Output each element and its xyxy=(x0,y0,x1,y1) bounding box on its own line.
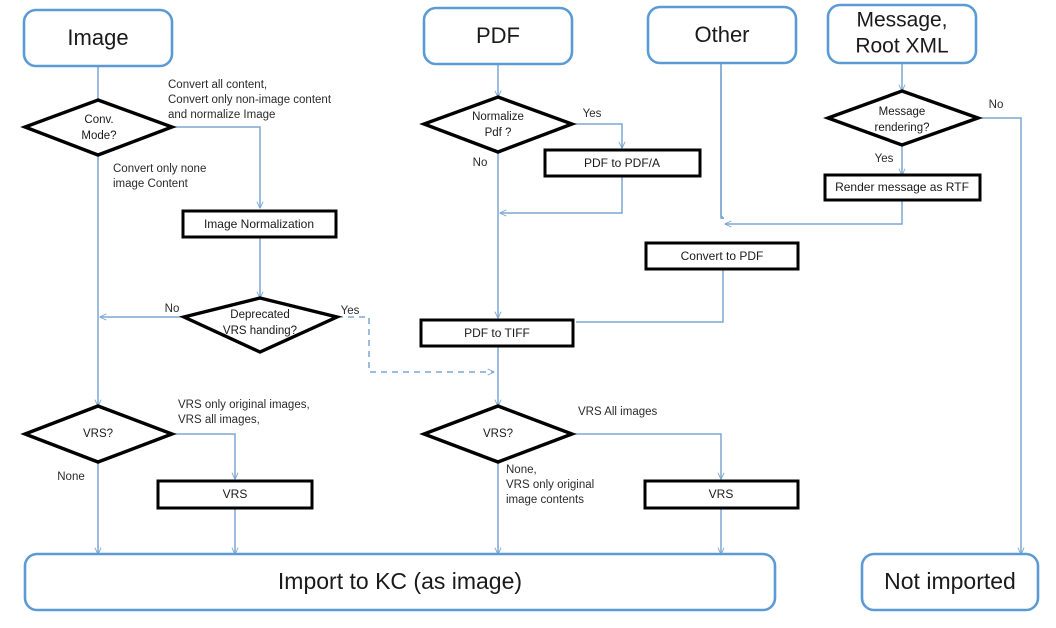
terminator-not-imported-label: Not imported xyxy=(884,568,1016,594)
terminator-message-root-xml[interactable] xyxy=(826,3,978,65)
edge-convmode-to-image-normalization xyxy=(172,126,260,208)
process-convert-to-pdf[interactable] xyxy=(644,241,800,271)
edge-normalize-yes-to-pdfa xyxy=(572,123,622,148)
terminator-other[interactable] xyxy=(646,5,798,65)
edge-convert-pdf-to-pdf-to-tiff xyxy=(576,268,724,323)
edge-label-vrs-center-none-line1: None, xyxy=(506,464,537,476)
edge-label-normalize-no: No xyxy=(473,157,488,169)
decision-normalize-pdf-label-line1: Normalize xyxy=(472,111,524,123)
edge-label-convert-all-line2: Convert only non-image content xyxy=(168,94,332,106)
edge-label-vrs-left-branch-line2: VRS all images, xyxy=(178,414,260,426)
decision-normalize-pdf[interactable] xyxy=(419,95,577,154)
terminator-message-label-line1: Message, xyxy=(856,9,947,32)
decision-conv-mode-label-line2: Mode? xyxy=(81,130,116,142)
edge-message-no-to-not-imported xyxy=(978,117,1021,554)
decision-message-rendering-label-line1: Message xyxy=(879,106,926,118)
decision-vrs-left-label: VRS? xyxy=(83,428,113,440)
decision-normalize-pdf-label-line2: Pdf ? xyxy=(485,127,512,139)
decision-deprecated-vrs-handling[interactable] xyxy=(178,296,343,354)
edge-label-vrs-center-all: VRS All images xyxy=(578,406,658,418)
edge-label-convert-all-line1: Convert all content, xyxy=(168,79,267,91)
process-convert-to-pdf-label: Convert to PDF xyxy=(681,249,764,263)
edge-label-vrs-left-none: None xyxy=(57,471,85,483)
edge-label-vrs-center-none-line3: image contents xyxy=(506,494,584,506)
decision-vrs-left[interactable] xyxy=(20,404,177,464)
edge-label-convert-none-line2: image Content xyxy=(113,178,189,190)
terminator-image-label: Image xyxy=(67,25,128,50)
edge-deprecated-vrs-yes-dashed xyxy=(337,316,494,372)
process-vrs-center-label: VRS xyxy=(709,487,734,501)
process-vrs-center[interactable] xyxy=(643,479,800,510)
process-pdf-to-tiff[interactable] xyxy=(419,318,575,348)
terminator-image[interactable] xyxy=(22,8,174,68)
edge-vrs-left-to-vrs-box xyxy=(172,433,235,479)
decision-conv-mode-label-line1: Conv. xyxy=(84,114,113,126)
terminator-import-to-kc[interactable] xyxy=(23,552,777,612)
process-pdf-to-pdfa[interactable] xyxy=(543,148,702,178)
decision-message-rendering-label-line2: rendering? xyxy=(875,122,930,134)
decision-deprecated-vrs-label-line2: VRS handing? xyxy=(223,325,297,337)
edge-render-rtf-to-convert-pdf xyxy=(725,199,903,224)
edge-label-convert-none-line1: Convert only none xyxy=(113,163,206,175)
decision-deprecated-vrs-label-line1: Deprecated xyxy=(230,309,289,321)
edge-label-convert-all-line3: and normalize Image xyxy=(168,109,275,121)
decision-vrs-center[interactable] xyxy=(419,404,577,464)
decision-conv-mode[interactable] xyxy=(20,98,177,157)
decision-message-rendering[interactable] xyxy=(823,89,984,147)
edge-label-deprecated-yes: Yes xyxy=(341,305,360,317)
process-vrs-left[interactable] xyxy=(156,479,314,510)
edge-label-deprecated-no: No xyxy=(165,303,180,315)
edge-label-vrs-center-none-line2: VRS only original xyxy=(506,479,594,491)
edge-label-message-yes: Yes xyxy=(875,153,894,165)
terminator-other-label: Other xyxy=(694,22,749,47)
process-render-message-rtf-label: Render message as RTF xyxy=(835,180,969,194)
edge-label-message-no: No xyxy=(989,99,1004,111)
terminator-not-imported[interactable] xyxy=(860,552,1040,612)
terminator-message-label-line2: Root XML xyxy=(855,35,948,58)
edge-vrs-center-all-to-vrs-box xyxy=(572,433,721,479)
process-image-normalization[interactable] xyxy=(181,209,338,239)
terminator-pdf-label: PDF xyxy=(476,23,520,48)
edge-label-normalize-yes: Yes xyxy=(583,108,602,120)
edge-label-vrs-left-branch-line1: VRS only original images, xyxy=(178,399,310,411)
edge-pdfa-back-to-pdf-column xyxy=(500,176,623,213)
process-render-message-rtf[interactable] xyxy=(823,173,982,202)
process-vrs-left-label: VRS xyxy=(223,487,248,501)
decision-vrs-center-label: VRS? xyxy=(483,428,513,440)
process-image-normalization-label: Image Normalization xyxy=(204,217,314,231)
process-pdf-to-tiff-label: PDF to TIFF xyxy=(464,326,530,340)
terminator-pdf[interactable] xyxy=(422,6,574,66)
terminator-import-to-kc-label: Import to KC (as image) xyxy=(278,568,522,594)
process-pdf-to-pdfa-label: PDF to PDF/A xyxy=(584,156,660,170)
edge-other-to-convert-vertical xyxy=(720,63,723,218)
